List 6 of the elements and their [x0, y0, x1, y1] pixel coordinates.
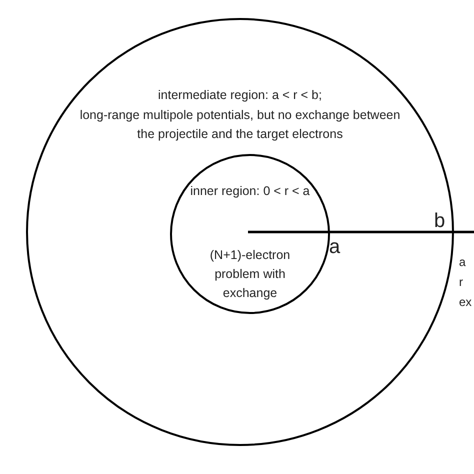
region-heading: inner region: 0 < r < a: [190, 183, 310, 200]
region-description: long-range multipole potentials, but no exchange between the projectile and the target electrons: [78, 107, 402, 143]
region-description: (N+1)-electron problem with exchange: [208, 247, 292, 302]
region-heading: intermediate region: a < r < b;: [157, 87, 323, 104]
radius-label: a: [329, 235, 340, 260]
radius-label: b: [434, 209, 446, 234]
